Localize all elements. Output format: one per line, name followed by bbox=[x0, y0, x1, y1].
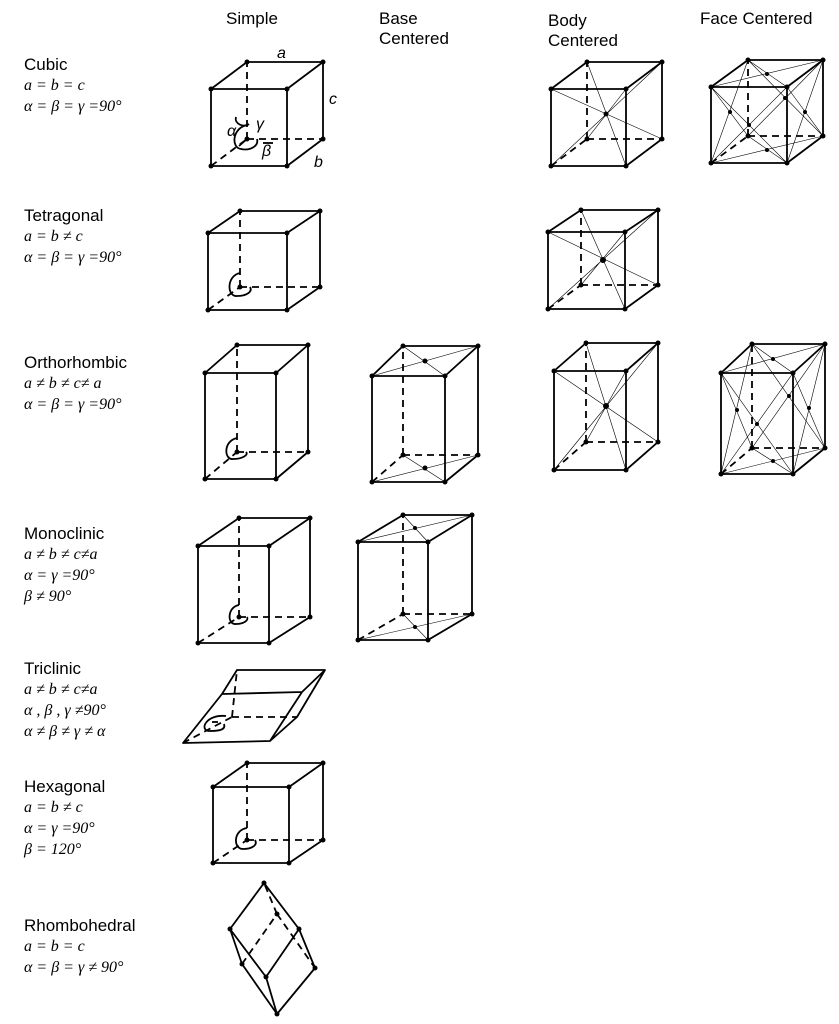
system-tetragonal: Tetragonal a = b ≠ c α = β = γ =90° bbox=[24, 205, 204, 268]
column-heading-face-centered: Face Centered bbox=[700, 9, 813, 28]
system-name: Triclinic bbox=[24, 659, 81, 678]
column-heading-base-centered: Base Centered bbox=[379, 9, 449, 48]
orthorhombic-body-centered-cell bbox=[551, 340, 661, 473]
tetragonal-simple-cell bbox=[205, 208, 323, 313]
system-hexagonal: Hexagonal a = b ≠ c α = γ =90° β = 120° bbox=[24, 776, 204, 860]
monoclinic-simple-cell bbox=[195, 515, 313, 646]
relation-lengths: a ≠ b ≠ c≠a bbox=[24, 681, 98, 698]
system-triclinic: Triclinic a ≠ b ≠ c≠a α , β , γ ≠90° α ≠… bbox=[24, 658, 204, 742]
relation-angles: α = β = γ =90° bbox=[24, 396, 122, 413]
orthorhombic-base-centered-cell bbox=[369, 343, 481, 485]
system-orthorhombic: Orthorhombic a ≠ b ≠ c≠ a α = β = γ =90° bbox=[24, 352, 204, 415]
relation-angles-1: α = γ =90° bbox=[24, 567, 95, 584]
orthorhombic-simple-cell bbox=[202, 342, 311, 482]
cubic-body-centered-cell bbox=[548, 59, 665, 169]
system-name: Hexagonal bbox=[24, 777, 106, 796]
axis-label-b: b bbox=[314, 154, 323, 171]
relation-angles-2: β ≠ 90° bbox=[24, 588, 72, 605]
relation-angles-2: α ≠ β ≠ γ ≠ α bbox=[24, 723, 106, 740]
relation-angles-2: β = 120° bbox=[24, 841, 82, 858]
cubic-simple-cell: a c b α γ β bbox=[208, 45, 337, 171]
relation-angles-1: α = γ =90° bbox=[24, 820, 95, 837]
system-monoclinic: Monoclinic a ≠ b ≠ c≠a α = γ =90° β ≠ 90… bbox=[24, 523, 204, 607]
orthorhombic-face-centered-cell bbox=[718, 341, 828, 477]
axis-label-a: a bbox=[277, 45, 286, 62]
hexagonal-simple-cell bbox=[210, 760, 326, 866]
system-name: Rhombohedral bbox=[24, 916, 136, 935]
relation-lengths: a = b ≠ c bbox=[24, 799, 83, 816]
system-rhombohedral: Rhombohedral a = b = c α = β = γ ≠ 90° bbox=[24, 915, 204, 978]
rhombohedral-simple-cell bbox=[227, 880, 318, 1017]
relation-angles: α = β = γ ≠ 90° bbox=[24, 959, 124, 976]
cubic-face-centered-cell bbox=[708, 57, 826, 166]
relation-lengths: a = b = c bbox=[24, 77, 85, 94]
relation-lengths: a ≠ b ≠ c≠ a bbox=[24, 375, 102, 392]
column-heading-body-centered: Body Centered bbox=[548, 11, 618, 50]
monoclinic-base-centered-cell bbox=[355, 512, 475, 643]
system-cubic: Cubic a = b = c α = β = γ =90° bbox=[24, 54, 204, 117]
relation-angles: α = β = γ =90° bbox=[24, 249, 122, 266]
relation-angles-1: α , β , γ ≠90° bbox=[24, 702, 106, 719]
relation-lengths: a ≠ b ≠ c≠a bbox=[24, 546, 98, 563]
system-name: Monoclinic bbox=[24, 524, 105, 543]
system-name: Tetragonal bbox=[24, 206, 104, 225]
column-heading-simple: Simple bbox=[226, 9, 278, 28]
relation-angles: α = β = γ =90° bbox=[24, 98, 122, 115]
angle-label-gamma: γ bbox=[256, 116, 265, 133]
angle-label-alpha: α bbox=[227, 123, 237, 140]
triclinic-simple-cell bbox=[182, 669, 326, 744]
axis-label-c: c bbox=[329, 91, 337, 108]
relation-lengths: a = b ≠ c bbox=[24, 228, 83, 245]
system-name: Orthorhombic bbox=[24, 353, 127, 372]
system-name: Cubic bbox=[24, 55, 68, 74]
relation-lengths: a = b = c bbox=[24, 938, 85, 955]
tetragonal-body-centered-cell bbox=[545, 207, 661, 312]
angle-label-beta: β bbox=[261, 143, 271, 160]
